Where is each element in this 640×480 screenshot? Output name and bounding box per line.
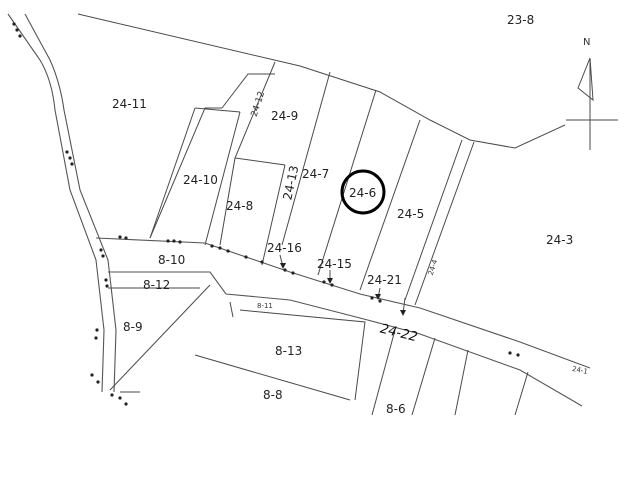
label-24-edge: 24-1	[571, 365, 588, 376]
label-24-7: 24-7	[302, 167, 329, 181]
label-8-9: 8-9	[123, 320, 143, 334]
label-24-16: 24-16	[267, 241, 302, 255]
label-24-5: 24-5	[397, 207, 424, 221]
lower-parcels	[109, 284, 529, 416]
north-boundary	[77, 13, 566, 149]
label-8-8: 8-8	[263, 388, 283, 402]
label-24-10: 24-10	[183, 173, 218, 187]
label-24-3: 24-3	[546, 233, 573, 247]
north-arrow-icon	[577, 57, 594, 102]
survey-dots	[12, 22, 520, 406]
label-24-4: 24-4	[427, 258, 440, 276]
west-road	[7, 13, 117, 393]
leader-arrows	[279, 254, 406, 316]
label-8-13: 8-13	[275, 344, 302, 358]
label-8-10: 8-10	[158, 253, 185, 267]
label-23-8: 23-8	[507, 13, 534, 27]
parcel-lines	[149, 61, 475, 306]
label-8-12: 8-12	[143, 278, 170, 292]
label-8-11: 8-11	[257, 302, 273, 310]
label-24-6: 24-6	[349, 186, 376, 200]
target-parcel-circle	[340, 169, 386, 215]
label-8-6: 8-6	[386, 402, 406, 416]
road-24-22	[95, 237, 591, 407]
label-24-12: 24-12	[250, 90, 268, 118]
label-24-9: 24-9	[271, 109, 298, 123]
compass: N	[566, 37, 618, 150]
label-road-24-22: 24-22	[379, 322, 419, 346]
label-24-15: 24-15	[317, 257, 352, 271]
label-24-8: 24-8	[226, 199, 253, 213]
label-24-21: 24-21	[367, 273, 402, 287]
label-24-11: 24-11	[112, 97, 147, 111]
north-label: N	[583, 37, 590, 48]
